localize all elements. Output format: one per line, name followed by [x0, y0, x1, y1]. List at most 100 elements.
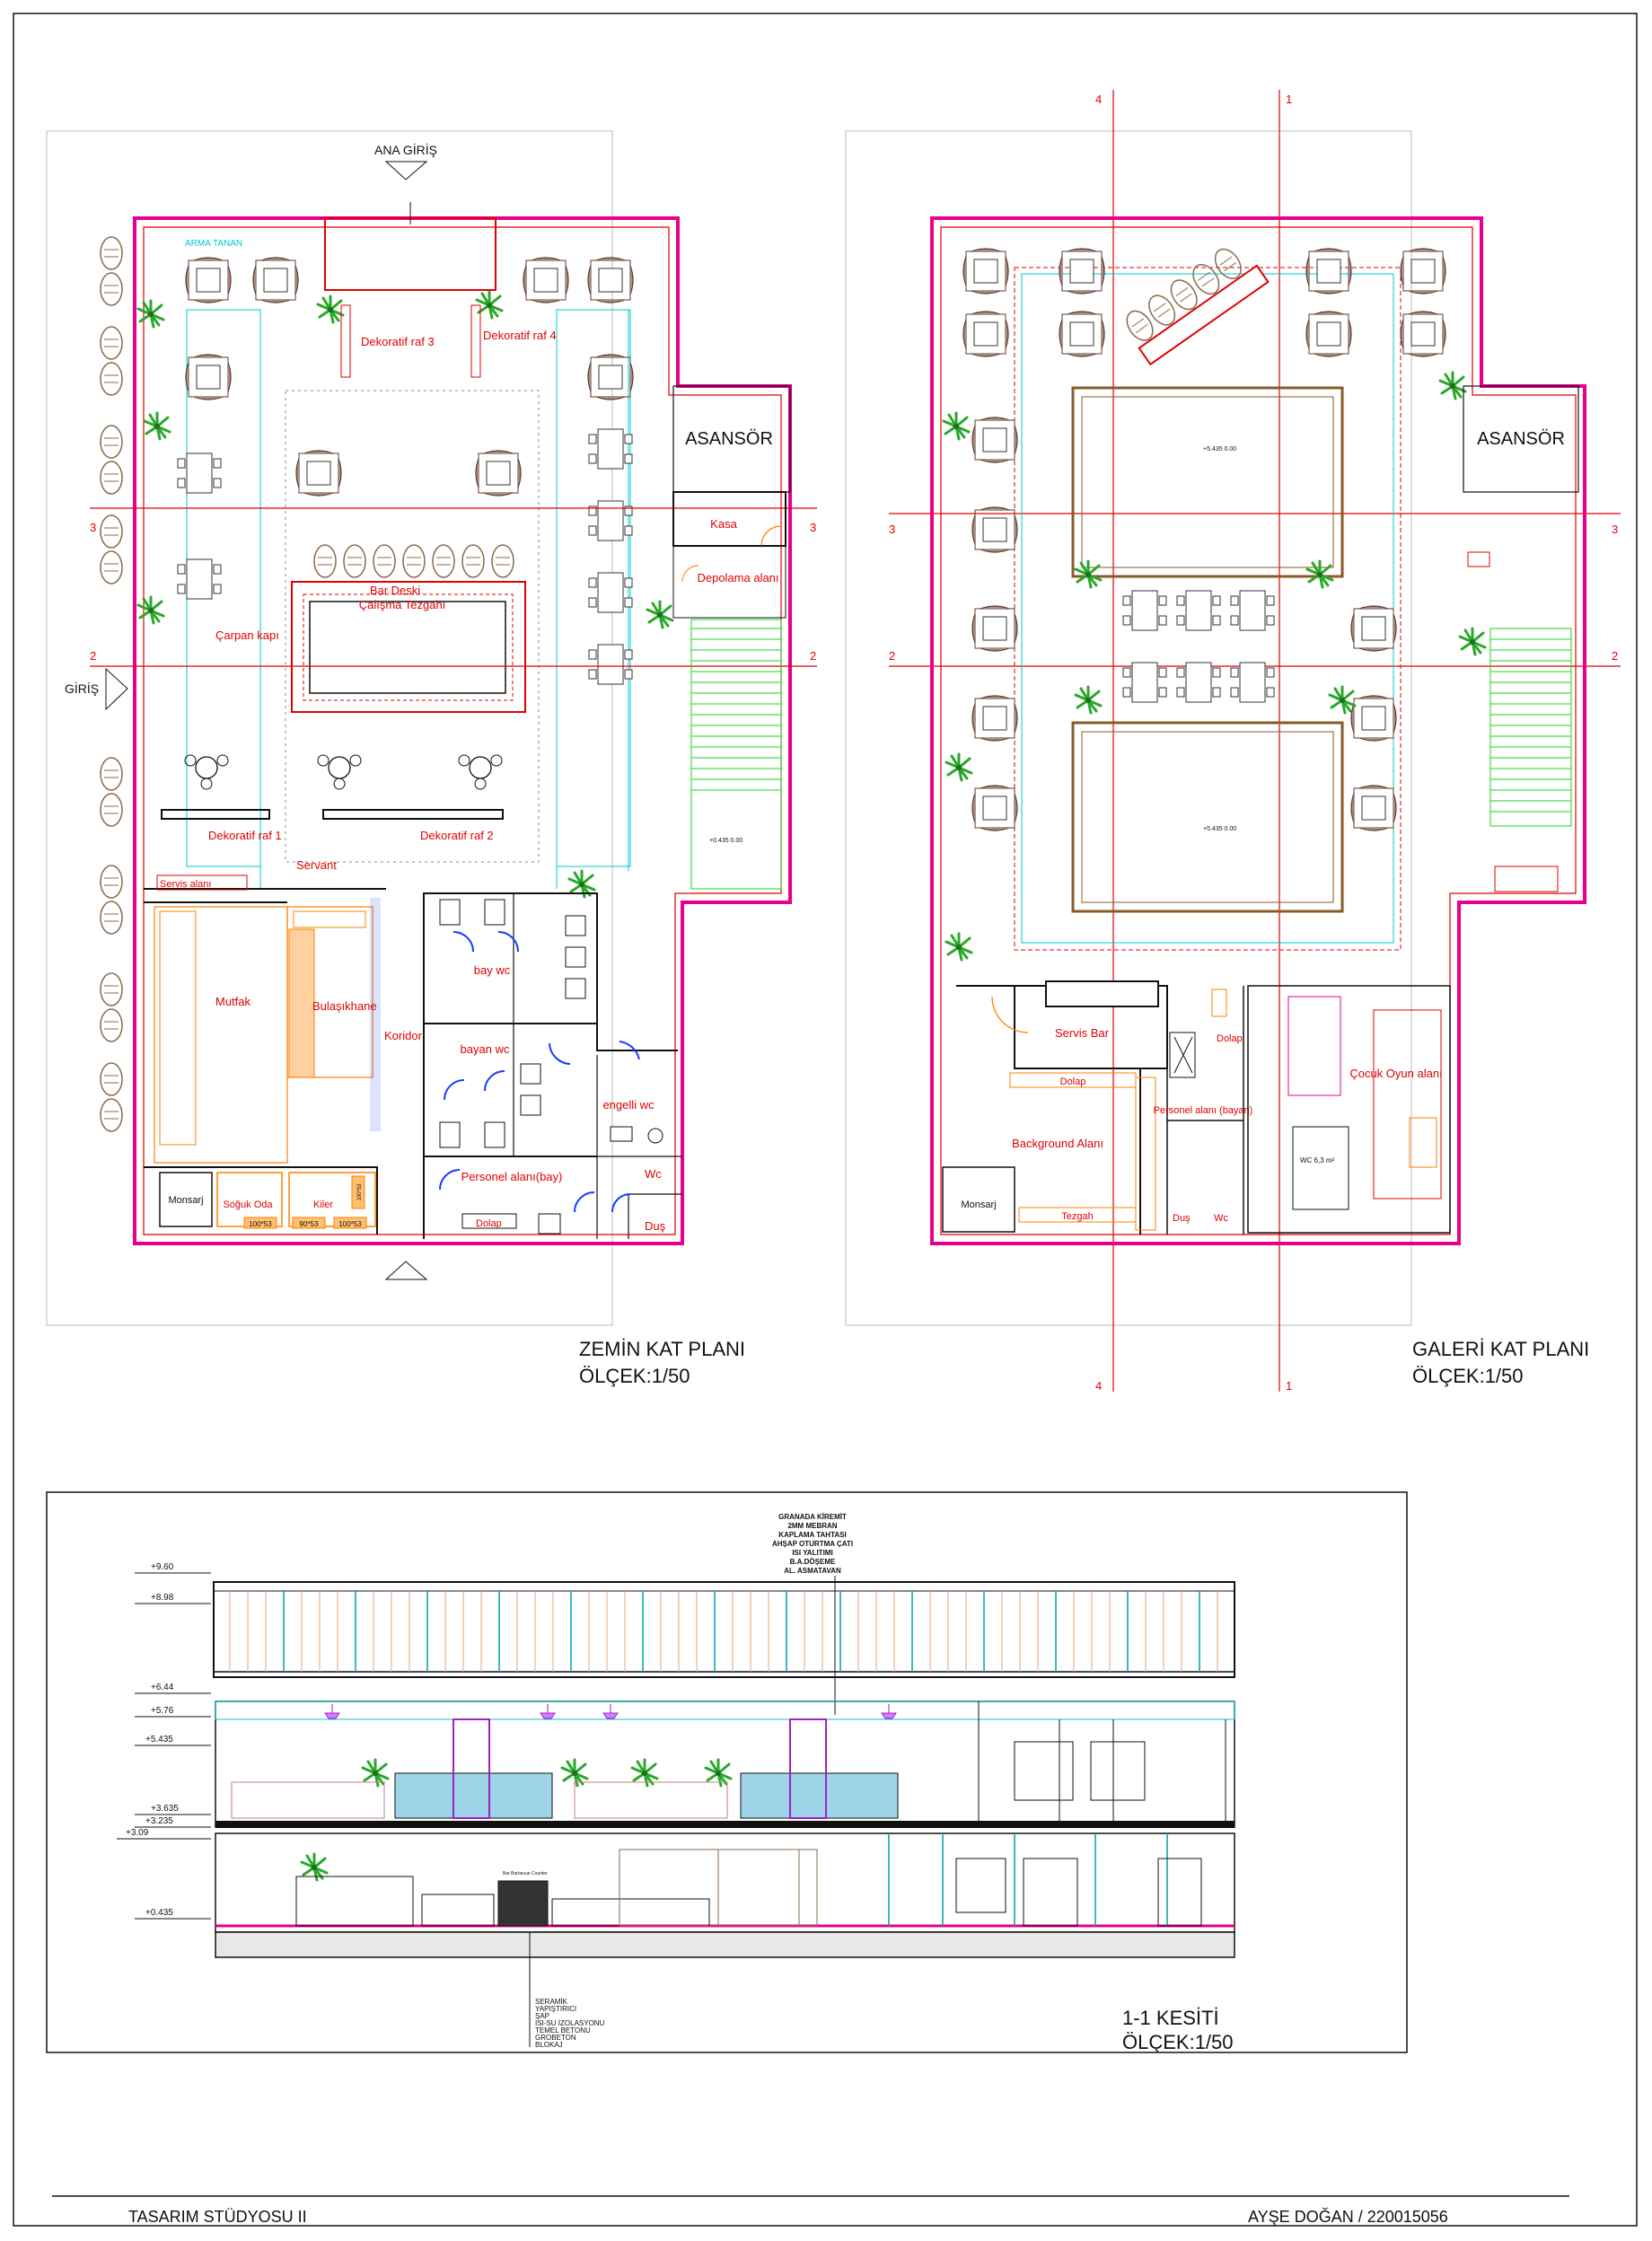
gallery-outer-wall: [930, 216, 1586, 1245]
women-wc-label: bayan wc: [461, 1042, 510, 1056]
ground-outer-wall: [133, 216, 792, 1245]
cashier-label: Kasa: [710, 517, 737, 531]
svg-text:2: 2: [889, 649, 895, 663]
section-title: 1-1 KESİTİ: [1122, 2007, 1219, 2029]
servant-label: Servant: [296, 858, 337, 872]
svg-text:2: 2: [1612, 649, 1618, 663]
svg-text:1: 1: [1286, 92, 1292, 106]
ground-plan-scale: ÖLÇEK:1/50: [579, 1365, 690, 1387]
outdoor-seating: [100, 236, 123, 1132]
service-bar-label: Servis Bar: [1055, 1026, 1110, 1040]
svg-text:2MM MEBRAN: 2MM MEBRAN: [787, 1522, 837, 1530]
svg-text:B.A.DÖŞEME: B.A.DÖŞEME: [790, 1558, 836, 1566]
gallery-plan-title: GALERİ KAT PLANI: [1412, 1338, 1589, 1360]
svg-text:3: 3: [810, 521, 816, 534]
gallery-void-north: [1071, 386, 1344, 578]
gallery-tables: [962, 248, 1446, 831]
ceiling-label: ARMA TANAN: [185, 239, 242, 249]
kitchen-label: Mutfak: [215, 995, 251, 1008]
bar-seating: [313, 544, 514, 578]
ground-level-mark: +0.435 0.00: [709, 838, 743, 844]
studio-name: TASARIM STÜDYOSU II: [128, 2208, 307, 2226]
raf1-label: Dekoratif raf 1: [208, 829, 282, 842]
ground-storey: [215, 1832, 1235, 1933]
svg-text:2: 2: [810, 649, 816, 663]
bar-note: Bar Barbecue Counter: [503, 1871, 548, 1876]
cold-room-label: Soğuk Oda: [223, 1200, 273, 1210]
svg-text:100*53: 100*53: [338, 1220, 362, 1228]
gallery-closet2-label: Dolap: [1217, 1033, 1243, 1044]
side-entrance-label: GİRİŞ: [65, 681, 99, 696]
ground-floor-plan: ANA GİRİŞ GİRİŞ ARMA TANAN: [46, 130, 817, 1387]
svg-text:KAPLAMA TAHTASI: KAPLAMA TAHTASI: [778, 1531, 846, 1539]
wc-fixtures: [439, 899, 663, 1235]
svg-text:ISI-SU İZOLASYONU: ISI-SU İZOLASYONU: [535, 2019, 605, 2027]
pantry-label: Kiler: [313, 1200, 333, 1210]
svg-text:3: 3: [1612, 523, 1618, 536]
gallery-void-south: [1071, 721, 1344, 913]
svg-text:+6.44: +6.44: [151, 1683, 174, 1692]
roof-notes: GRANADA KİREMİT 2MM MEBRAN KAPLAMA TAHTA…: [772, 1513, 853, 1715]
roof-structure: [213, 1581, 1235, 1678]
svg-text:ŞAP: ŞAP: [535, 2012, 549, 2020]
svg-text:YAPIŞTIRICI: YAPIŞTIRICI: [535, 2005, 576, 2013]
svg-text:ISI YALITIMI: ISI YALITIMI: [792, 1549, 832, 1557]
main-entrance-arrow: [384, 161, 428, 180]
svg-text:+5.76: +5.76: [151, 1706, 174, 1716]
side-entrance-arrow: [105, 667, 128, 711]
svg-text:+3.09: +3.09: [126, 1828, 149, 1838]
kids-area-label: Çocuk Oyun alanı: [1349, 1067, 1442, 1080]
svg-text:TEMEL BETONU: TEMEL BETONU: [535, 2026, 591, 2034]
svg-text:4: 4: [1095, 1379, 1102, 1393]
gallery-monsarj-label: Monsarj: [961, 1200, 996, 1210]
wc-area-label: WC 6,3 m²: [1300, 1156, 1335, 1164]
barbecue-unit: [497, 1880, 549, 1927]
bar-desk: [291, 581, 526, 713]
storage-dimensions: 100*53 90*53 100*53 100*53: [243, 1175, 367, 1229]
dishwash-label: Bulaşıkhane: [312, 999, 377, 1013]
gallery-level-north: +5.435 0.00: [1203, 446, 1236, 453]
monsarj-label: Monsarj: [168, 1195, 203, 1206]
ground-closet-label: Dolap: [476, 1218, 502, 1229]
ground-wc-label: Wc: [645, 1167, 662, 1181]
svg-text:2: 2: [90, 649, 96, 663]
upper-seating: [231, 1781, 728, 1819]
gallery-stairs: [1489, 628, 1572, 827]
ground-shower-label: Duş: [645, 1219, 666, 1233]
svg-text:GROBETON: GROBETON: [535, 2034, 576, 2042]
svg-text:3: 3: [889, 523, 895, 536]
roof-purlins: [283, 1591, 1200, 1672]
svg-text:100*53: 100*53: [249, 1220, 272, 1228]
gallery-shower-label: Duş: [1173, 1213, 1191, 1224]
gallery-closet-label: Dolap: [1060, 1077, 1086, 1087]
section-1-1: GRANADA KİREMİT 2MM MEBRAN KAPLAMA TAHTA…: [46, 1491, 1408, 2053]
gallery-plan-scale: ÖLÇEK:1/50: [1412, 1365, 1524, 1387]
raf2-label: Dekoratif raf 2: [420, 829, 494, 842]
svg-text:BLOKAJ: BLOKAJ: [535, 2041, 563, 2049]
svg-text:4: 4: [1095, 92, 1102, 106]
gallery-railing-1: [394, 1772, 553, 1819]
corridor-label: Koridor: [384, 1029, 423, 1042]
swing-door-label: Çarpan kapı: [215, 628, 279, 642]
ground-plan-title: ZEMİN KAT PLANI: [579, 1338, 745, 1360]
title-block: TASARIM STÜDYOSU II AYŞE DOĞAN / 2200150…: [52, 2195, 1569, 2226]
raf4-label: Dekoratif raf 4: [483, 329, 557, 342]
svg-text:AL. ASMATAVAN: AL. ASMATAVAN: [784, 1567, 841, 1575]
sheet-frame: [13, 13, 1638, 2227]
work-counter-label: Çalışma Tezgahı: [359, 598, 446, 611]
svg-text:+8.98: +8.98: [151, 1593, 174, 1603]
svg-text:+5.435: +5.435: [145, 1735, 173, 1744]
gallery-long-table: [1120, 243, 1270, 366]
roof-rafters: [229, 1591, 1218, 1672]
gallery-staff-label: Personel alanı (bayan): [1154, 1105, 1253, 1116]
staff-area-label: Personel alanı(bay): [461, 1170, 563, 1183]
svg-text:100*53: 100*53: [357, 1183, 363, 1201]
bar-desk-label: Bar Deski: [370, 584, 420, 597]
section-scale: ÖLÇEK:1/50: [1122, 2031, 1234, 2053]
men-wc-label: bay wc: [474, 963, 511, 977]
gallery-floor-plan: 4 1 3 3 2 2 4 1 +5.435 0.00 +5.435 0.00: [845, 90, 1621, 1393]
gallery-wc-label: Wc: [1214, 1213, 1228, 1224]
svg-text:+3.235: +3.235: [145, 1816, 173, 1826]
gallery-railing-2: [740, 1772, 899, 1819]
